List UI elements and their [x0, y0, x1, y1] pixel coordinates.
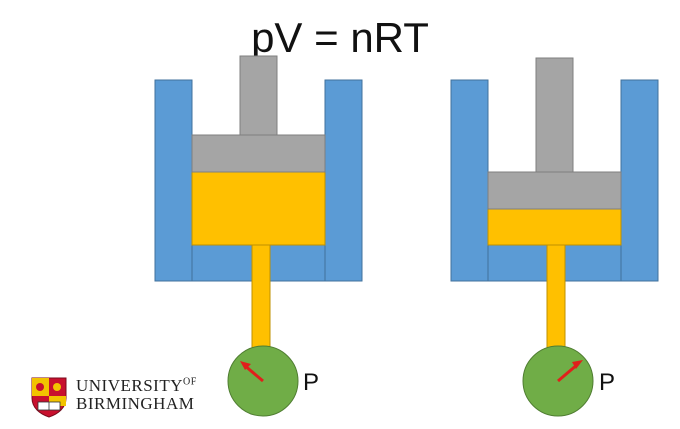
left-gauge-tube	[251, 244, 271, 351]
left-piston-rod	[239, 55, 278, 136]
left-gas-chamber	[191, 171, 326, 246]
left-container-right-wall	[324, 79, 363, 282]
university-logo: UNIVERSITYOF BIRMINGHAM	[30, 376, 210, 420]
left-piston-head	[191, 134, 326, 173]
right-needle-arrowhead	[572, 360, 583, 369]
right-gauge-label: P	[599, 369, 616, 396]
left-needle-arrowhead	[240, 361, 251, 370]
logo-birmingham-text: BIRMINGHAM	[76, 394, 195, 413]
right-container-right-wall	[620, 79, 659, 282]
crest-icon	[31, 377, 67, 418]
right-piston-rod	[535, 57, 574, 173]
logo-university-text: UNIVERSITYOF	[76, 376, 197, 395]
right-apparatus	[450, 57, 659, 417]
left-container-left-wall	[154, 79, 193, 282]
right-piston-head	[487, 171, 622, 210]
equation-title: pV = nRT	[251, 14, 429, 61]
right-gauge-needle	[557, 362, 579, 383]
right-gauge-tube	[546, 244, 566, 351]
right-gas-chamber	[487, 208, 622, 246]
left-apparatus	[154, 55, 363, 417]
left-gauge-label: P	[303, 369, 320, 396]
right-container-left-wall	[450, 79, 489, 282]
